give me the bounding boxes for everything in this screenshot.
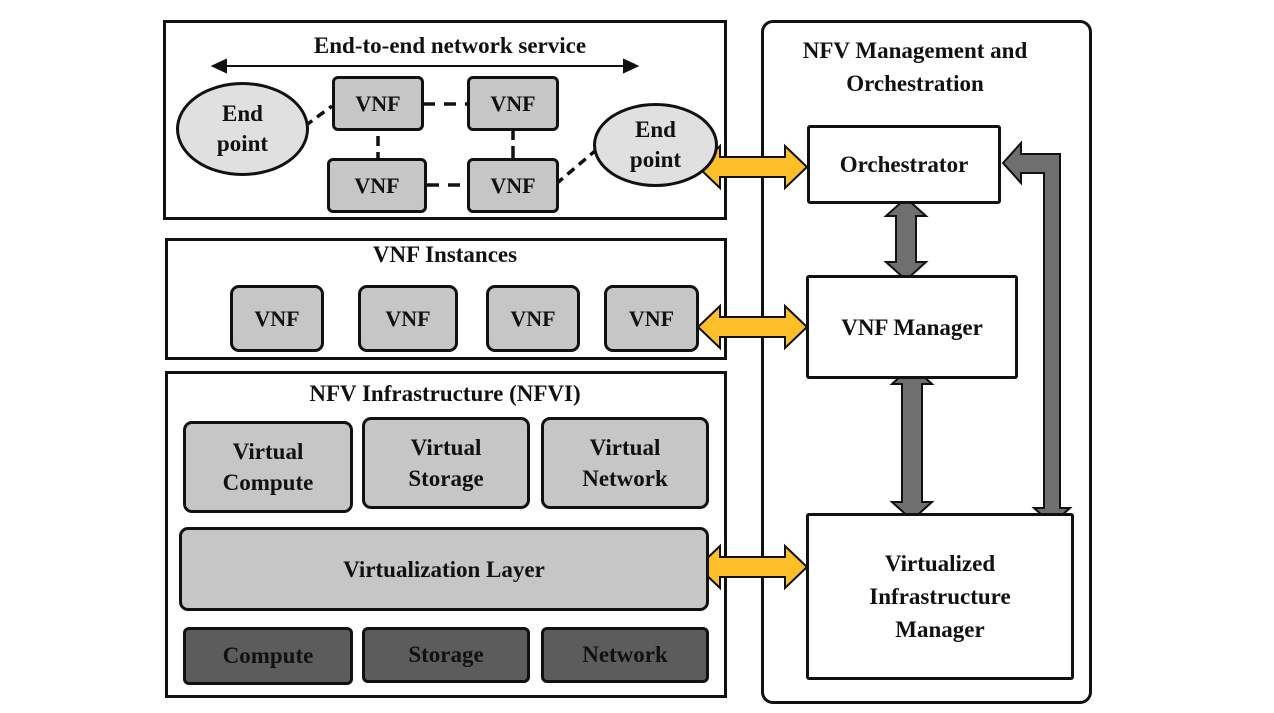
mano-title: NFV Management and Orchestration: [802, 38, 1028, 96]
internal-arrows: [883, 140, 1073, 526]
endpoint-right: End point: [593, 103, 718, 187]
vnf-instances-title: VNF Instances: [372, 242, 518, 267]
service-vnf-4: VNF: [467, 158, 559, 213]
interface-arrows: [696, 143, 809, 591]
nfvi-title: NFV Infrastructure (NFVI): [309, 381, 581, 406]
network-box: Network: [541, 627, 709, 683]
virtual-compute-box: Virtual Compute: [183, 421, 353, 513]
vnf-manager-box: VNF Manager: [806, 275, 1018, 379]
instance-vnf-1: VNF: [230, 285, 324, 352]
internal-arrow-vnfm-vim: [889, 364, 935, 522]
vim-box: Virtualized Infrastructure Manager: [806, 513, 1074, 680]
virtual-storage-box: Virtual Storage: [362, 417, 530, 509]
virtualization-layer-box: Virtualization Layer: [179, 527, 709, 611]
link-endpoint-vnf1: [303, 104, 334, 128]
compute-box: Compute: [183, 627, 353, 685]
service-vnf-2: VNF: [467, 76, 559, 131]
network-service-title: End-to-end network service: [313, 33, 587, 58]
service-vnf-1: VNF: [332, 76, 424, 131]
storage-box: Storage: [362, 627, 530, 683]
end-to-end-arrow: [210, 58, 640, 74]
service-vnf-3: VNF: [327, 158, 427, 213]
internal-arrow-orchestrator-vnfm: [883, 196, 929, 282]
instance-vnf-4: VNF: [604, 285, 699, 352]
endpoint-left: End point: [176, 82, 309, 176]
instance-vnf-2: VNF: [358, 285, 458, 352]
virtual-network-box: Virtual Network: [541, 417, 709, 509]
interface-arrow-nfvi-vim: [696, 543, 809, 591]
instance-vnf-3: VNF: [486, 285, 580, 352]
interface-arrow-instances-vnfm: [696, 303, 809, 351]
orchestrator-box: Orchestrator: [807, 125, 1001, 204]
